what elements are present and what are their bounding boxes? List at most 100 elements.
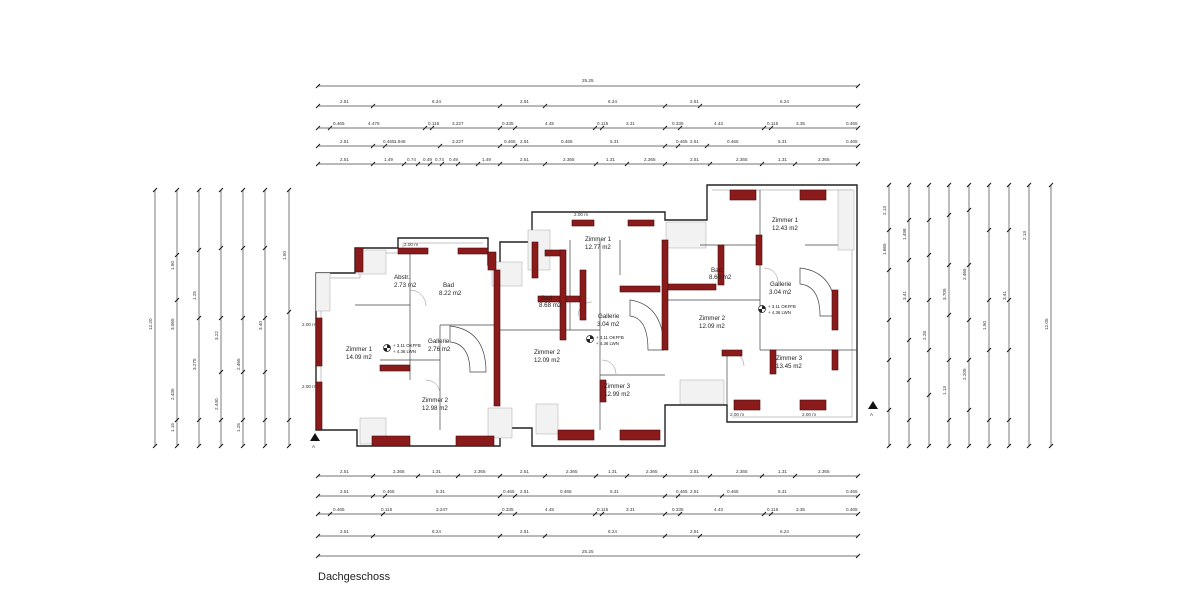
dimension-tick [855,533,861,539]
window-height-label: 2.00 m [574,212,588,217]
dimension-tick [966,317,972,323]
dimension-tick [315,473,321,479]
room-area-zimmer-1: 12.77 m2 [585,244,611,251]
dim-label: 0.115 [767,121,779,126]
dim-label: 1.31 [606,157,615,162]
dimension-tick [315,533,321,539]
dim-label: 1.665 [882,243,887,255]
dimension-tick [662,533,668,539]
dimension-tick [593,473,599,479]
dimension-tick [886,267,892,273]
bottom-overall-dim: 25.25 [582,549,594,554]
dim-label: 0.465 [676,489,688,494]
dimension-tick [196,187,202,193]
room-labels: Abstr. 2.73 m2 Bad 8.22 m2 Zimmer 1 14.0… [346,217,803,412]
right-dimension-lines [886,182,1054,449]
dimension-tick [926,252,932,258]
dimension-tick [1006,417,1012,423]
roof-dormer [535,403,559,435]
dim-label: 3.35 [796,121,805,126]
room-name-zimmer-2: Zimmer 2 [534,349,561,356]
dim-label: 2.51 [520,157,529,162]
dim-label: 1.498 [902,228,907,240]
dim-label: 1.49 [384,157,393,162]
dim-label: 5.31 [778,489,787,494]
dimension-tick [370,473,376,479]
dim-label: 0.465 [383,139,395,144]
dimension-tick [906,417,912,423]
stair-left [449,325,487,373]
dimension-tick [886,182,892,188]
dim-label: 1.15 [170,423,175,432]
dimension-tick [315,511,321,517]
dimension-tick [792,473,798,479]
dim-label: 2.51 [520,489,529,494]
dimension-tick [986,443,992,449]
dim-label: 2.365 [736,469,748,474]
dim-label: 1.25 [236,423,241,432]
dim-label: 6.24 [608,529,617,534]
stair-middle [629,299,665,351]
dim-label: 4.45 [545,507,554,512]
level-lwn: + 4.36 LWN [393,349,416,354]
room-area-zimmer-3: 12.99 m2 [604,391,630,398]
dimension-tick [855,493,861,499]
room-name-zimmer-1: Zimmer 1 [585,236,612,243]
dimension-tick [240,369,246,375]
dim-label: 0.465 [676,139,688,144]
dim-label: 5.31 [610,489,619,494]
dimension-tick [966,207,972,213]
dim-label: 5.31 [436,489,445,494]
dimension-tick [1026,182,1032,188]
dim-label: 1.50 [282,251,287,260]
dim-label: 0.465 [333,507,345,512]
dimension-tick [240,245,246,251]
left-overall-dim: 12.20 [148,318,153,330]
dimension-tick [986,347,992,353]
bottom-row1-labels: 2.51 2.365 1.31 2.365 2.51 2.365 1.31 2.… [340,469,830,474]
bottom-dimension-ticks [315,473,861,559]
level-lwn: + 4.36 LWN [596,341,619,346]
dimension-tick [886,357,892,363]
top-row5-labels: 2.51 1.49 0.74 0.49 0.74 0.49 1.49 2.51 … [340,157,830,162]
dimension-tick [986,227,992,233]
room-name-zimmer-2: Zimmer 2 [699,315,726,322]
dim-label: 2.51 [340,157,349,162]
dim-label: 2.51 [520,139,529,144]
dim-label: 1.50 [982,321,987,330]
dim-label: 2.365 [563,157,575,162]
dimension-tick [382,493,388,499]
dim-label: 2.365 [646,469,658,474]
dimension-tick [218,315,224,321]
dim-label: 2.365 [474,469,486,474]
dim-label: 2.205 [962,368,967,380]
level-marker: + 3.11 OKFFB + 4.36 LWN [758,304,796,315]
level-okffb: + 3.11 OKFFB [596,335,624,340]
dimension-tick [966,262,972,268]
top-row2-labels: 2.51 6.24 2.51 6.24 2.51 6.24 [340,99,789,104]
dim-label: 3.31 [626,121,635,126]
dim-label: 1.50 [170,261,175,270]
dim-label: 2.51 [690,529,699,534]
level-markers: + 3.11 OKFFB + 4.36 LWN + 3.11 OKFFB + 4… [383,304,796,354]
dimension-tick [152,187,158,193]
dimension-tick [240,417,246,423]
dimension-tick [174,187,180,193]
stair-right [799,267,837,317]
dimension-tick [946,212,952,218]
room-area-zimmer-2: 12.98 m2 [422,405,448,412]
roof-dormer [487,407,513,439]
dimension-tick [946,417,952,423]
dimension-tick [946,443,952,449]
dim-label: 3.41 [902,291,907,300]
room-name-gallerie: Gallerie [770,281,792,288]
dim-label: 0.465 [846,507,858,512]
top-row3-labels: 0.465 4.478 0.115 3.227 0.335 4.45 0.115… [333,121,858,126]
dimension-tick [240,443,246,449]
room-name-bad: Bad [711,267,723,274]
roof-dormer [315,272,331,312]
dimension-tick [174,252,180,258]
right-overall-dim: 12.05 [1044,318,1049,330]
dimension-tick [1048,443,1054,449]
dimension-tick [926,443,932,449]
